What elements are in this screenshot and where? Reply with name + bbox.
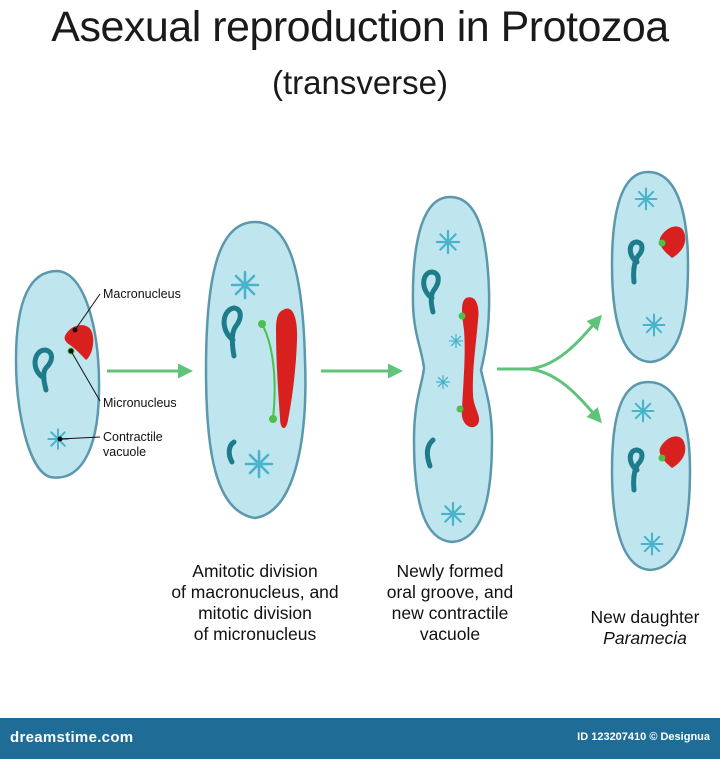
label-leaders bbox=[57, 293, 101, 442]
brand-logo[interactable]: dreamstime.com bbox=[10, 729, 134, 746]
micronucleus bbox=[658, 454, 666, 462]
micronucleus bbox=[456, 405, 464, 413]
split-arrow bbox=[497, 314, 602, 424]
contractile-vacuole bbox=[631, 399, 655, 423]
contractile-vacuole bbox=[634, 187, 658, 211]
macronucleus bbox=[659, 436, 686, 468]
macronucleus bbox=[276, 308, 298, 429]
caption-stage-2: Amitotic division of macronucleus, and m… bbox=[171, 561, 339, 644]
label-micronucleus: Micronucleus bbox=[103, 396, 177, 410]
cell-stage-3 bbox=[411, 195, 494, 544]
micronucleus-spindle bbox=[261, 323, 276, 420]
daughter-cell-bottom bbox=[610, 380, 692, 572]
macronucleus bbox=[659, 226, 686, 258]
caption-stage-3: Newly formed oral groove, and new contra… bbox=[386, 561, 514, 644]
cell-stage-2 bbox=[204, 220, 307, 520]
contractile-vacuole bbox=[640, 532, 664, 556]
macronucleus bbox=[64, 325, 94, 360]
oral-groove bbox=[627, 447, 645, 493]
protozoa-diagram bbox=[14, 170, 692, 572]
oral-groove bbox=[421, 269, 441, 315]
macronucleus bbox=[461, 297, 480, 428]
contractile-vacuole bbox=[448, 333, 464, 349]
label-contractile-vacuole: Contractile vacuole bbox=[103, 430, 163, 459]
micronucleus bbox=[458, 312, 466, 320]
micronucleus bbox=[258, 320, 266, 328]
oral-groove bbox=[221, 305, 243, 359]
contractile-vacuole bbox=[244, 449, 274, 479]
contractile-vacuole bbox=[642, 313, 666, 337]
oral-groove bbox=[424, 437, 436, 469]
oral-groove bbox=[627, 239, 645, 285]
oral-groove bbox=[226, 439, 237, 465]
label-macronucleus: Macronucleus bbox=[103, 287, 181, 301]
page-title: Asexual reproduction in Protozoa bbox=[51, 3, 669, 51]
footer-bar: dreamstime.com ID 123207410 © Designua bbox=[0, 718, 720, 759]
contractile-vacuole bbox=[230, 270, 260, 300]
daughter-cell-top bbox=[610, 170, 690, 364]
image-credit: ID 123207410 © Designua bbox=[577, 731, 710, 743]
micronucleus bbox=[269, 415, 277, 423]
caption-stage-4: New daughter Paramecia bbox=[590, 607, 700, 648]
page-subtitle: (transverse) bbox=[271, 64, 449, 101]
contractile-vacuole bbox=[435, 374, 451, 390]
contractile-vacuole bbox=[440, 501, 466, 527]
cell-stage-1 bbox=[14, 269, 101, 479]
contractile-vacuole bbox=[435, 229, 461, 255]
oral-groove bbox=[32, 347, 54, 393]
micronucleus bbox=[658, 239, 666, 247]
